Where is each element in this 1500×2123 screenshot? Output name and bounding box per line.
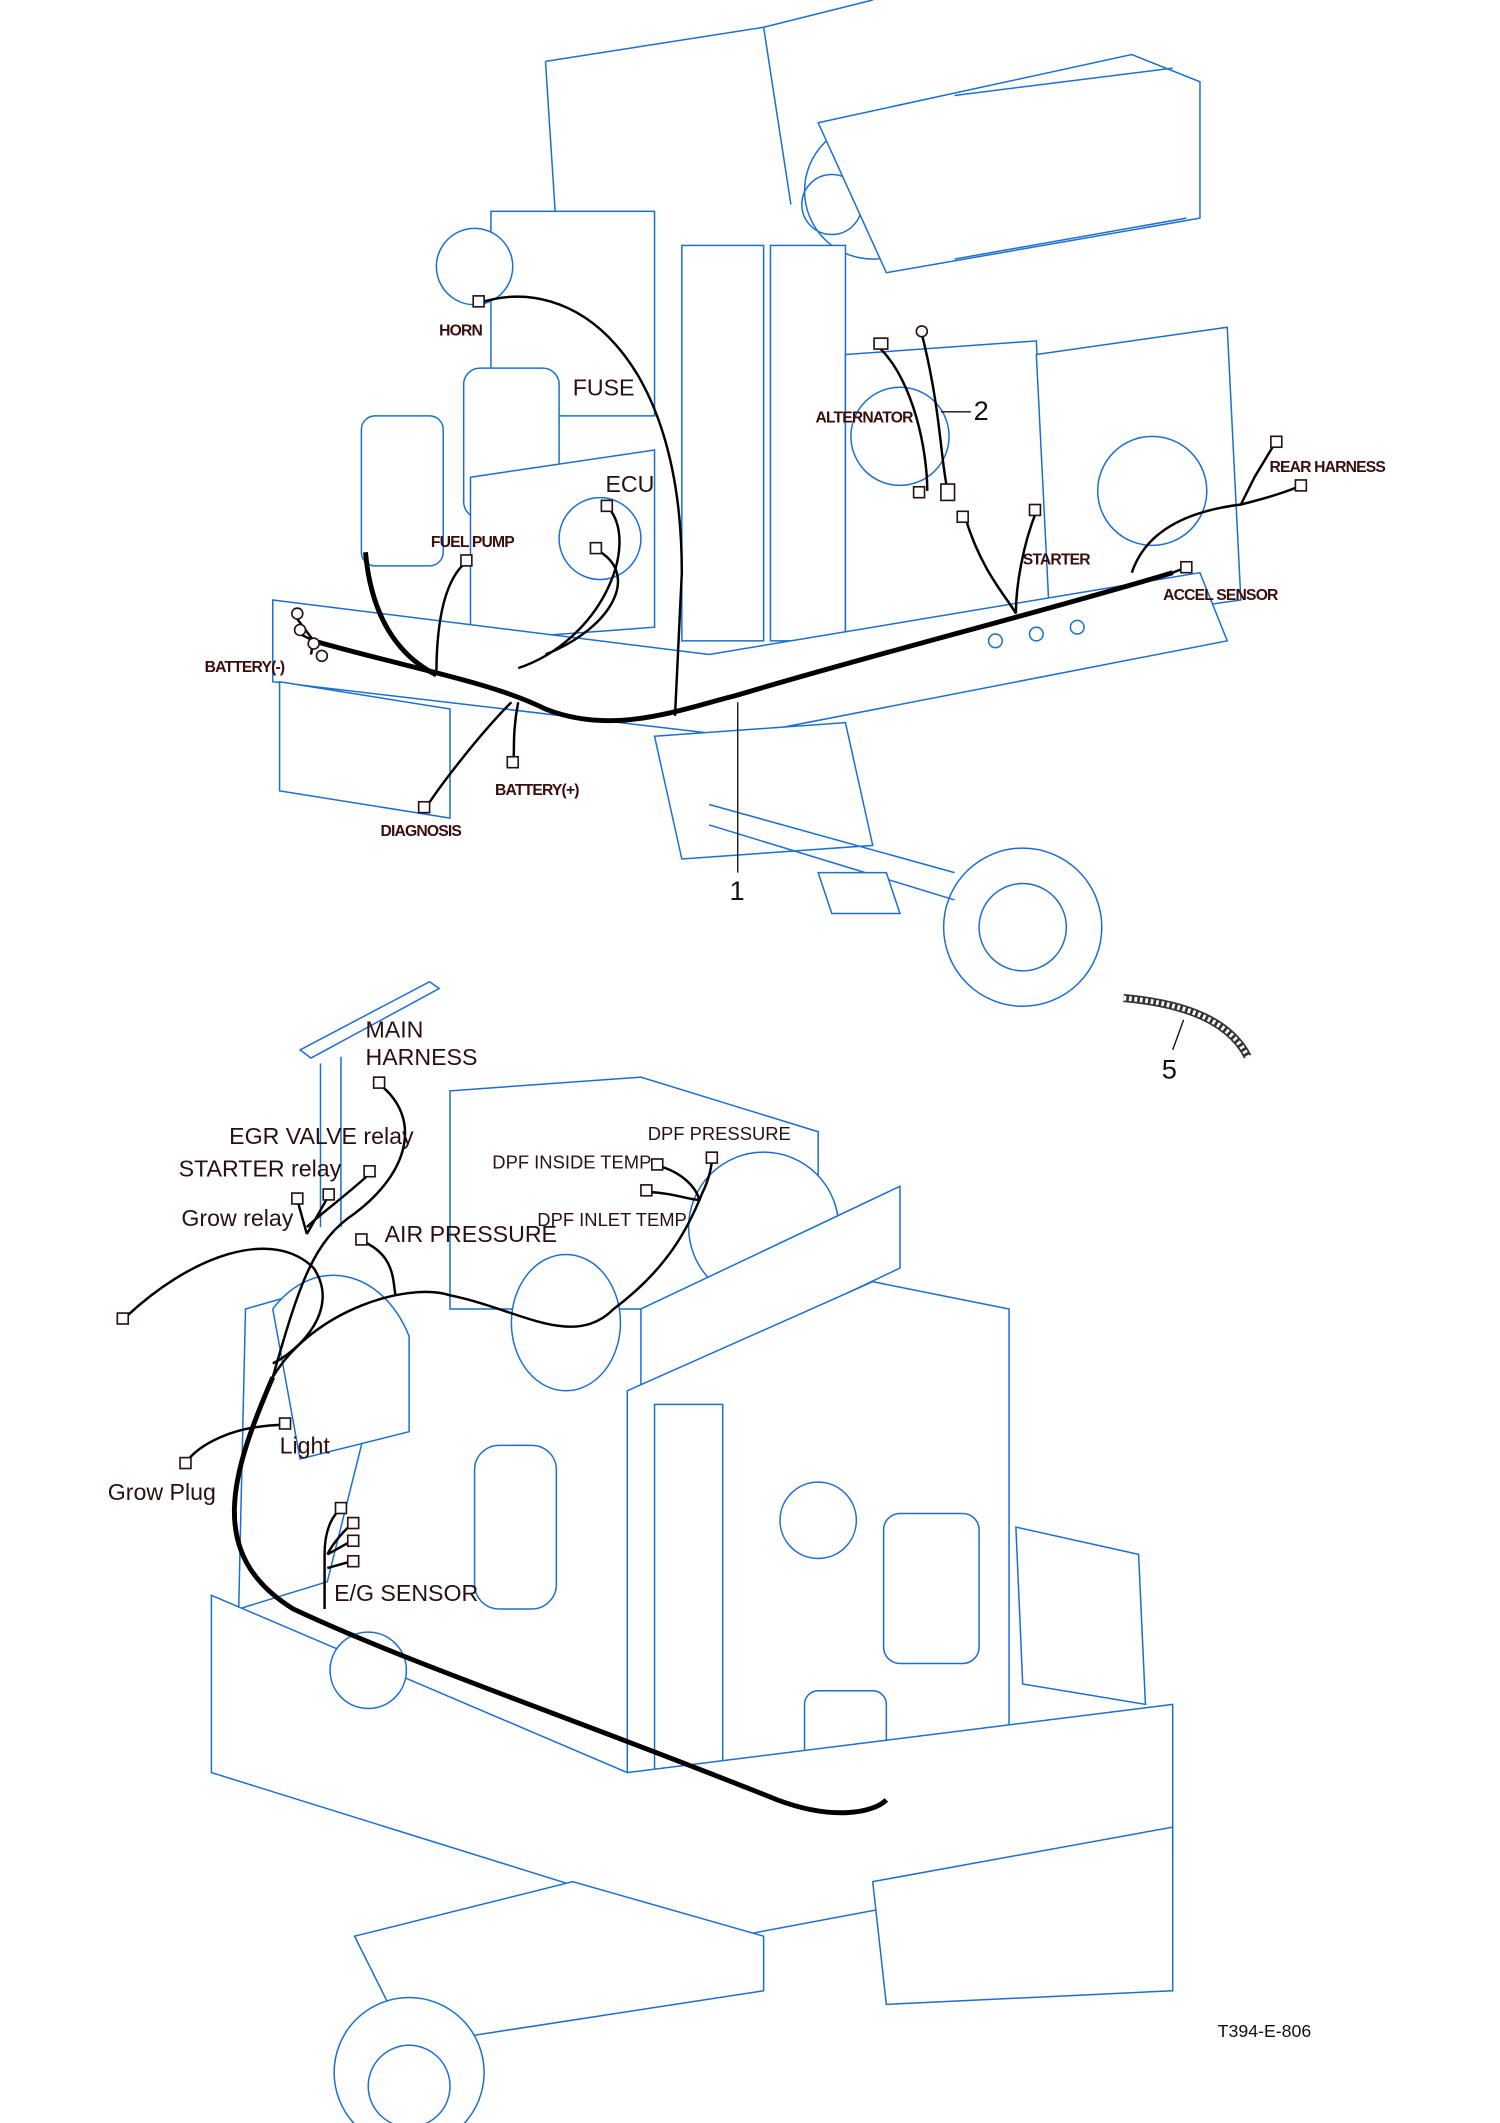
label-main-harness-line1: MAIN <box>365 1017 423 1043</box>
lower-axle-hub <box>333 1996 485 2123</box>
fuel-filter-lower <box>882 1512 980 1665</box>
callout-5: 5 <box>1162 1054 1177 1085</box>
cable-band-part-5: 5 <box>1123 994 1252 1085</box>
label-ecu: ECU <box>605 471 654 497</box>
upper-harness <box>291 295 1308 814</box>
lower-labels: MAIN HARNESS EGR VALVE relay STARTER rel… <box>108 1017 791 1606</box>
label-fuse: FUSE <box>573 374 635 400</box>
label-grow-plug: Grow Plug <box>108 1479 216 1505</box>
main-harness-trunk <box>231 1376 889 1816</box>
label-dpf-inlet-temp: DPF INLET TEMP <box>537 1209 687 1230</box>
harness-trunk-1 <box>312 570 1174 724</box>
upper-engine-illustration <box>272 0 1242 1008</box>
label-rear-harness: REAR HARNESS <box>1270 459 1386 476</box>
label-battery-negative: BATTERY(-) <box>205 659 285 676</box>
upper-labels: HORN FUSE ALTERNATOR 2 ECU REAR HARNESS … <box>205 322 1387 906</box>
figure-code: T394-E-806 <box>1218 2021 1312 2041</box>
label-horn: HORN <box>439 322 482 339</box>
label-eg-sensor: E/G SENSOR <box>334 1580 478 1606</box>
callout-2: 2 <box>974 395 989 426</box>
label-alternator: ALTERNATOR <box>815 410 913 427</box>
label-egr-valve-relay: EGR VALVE relay <box>229 1123 414 1149</box>
turbo <box>510 1253 622 1392</box>
label-fuel-pump: FUEL PUMP <box>431 534 514 551</box>
label-diagnosis: DIAGNOSIS <box>380 823 461 840</box>
ecu-lower <box>1015 1526 1147 1706</box>
lower-engine-illustration <box>210 980 1174 2123</box>
label-starter-relay: STARTER relay <box>179 1156 342 1182</box>
axle-hub <box>942 847 1103 1008</box>
lower-harness <box>116 1076 889 1816</box>
label-battery-positive: BATTERY(+) <box>495 782 579 799</box>
label-grow-relay: Grow relay <box>181 1205 293 1231</box>
label-starter: STARTER <box>1023 551 1091 568</box>
label-light: Light <box>280 1433 331 1459</box>
label-accel-sensor: ACCEL SENSOR <box>1163 587 1278 604</box>
label-main-harness-line2: HARNESS <box>365 1044 477 1070</box>
label-air-pressure: AIR PRESSURE <box>385 1221 557 1247</box>
transmission <box>653 721 874 860</box>
label-dpf-pressure: DPF PRESSURE <box>648 1123 791 1144</box>
label-dpf-inside-temp: DPF INSIDE TEMP <box>492 1152 651 1173</box>
callout-1: 1 <box>730 875 745 906</box>
oil-filter <box>473 1444 558 1610</box>
ecu-plate <box>469 449 656 642</box>
fuel-filter <box>360 415 444 567</box>
